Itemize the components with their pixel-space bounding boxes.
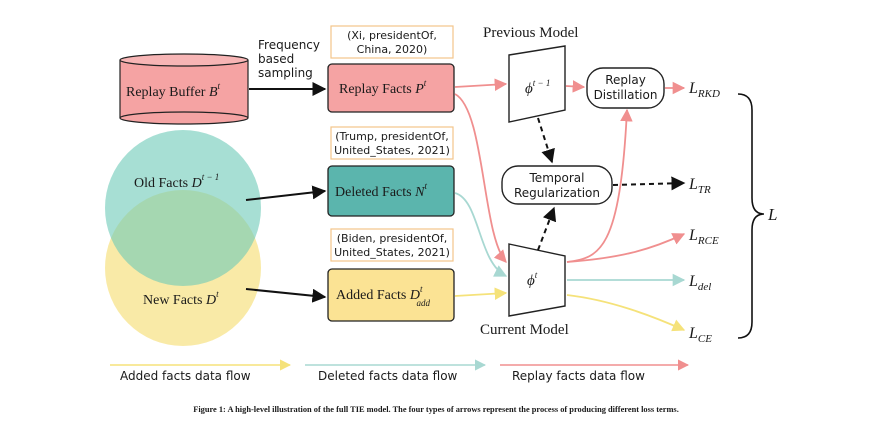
deleted-facts-box xyxy=(327,165,455,217)
previous-model-title: Previous Model xyxy=(483,25,578,41)
old-facts-circle xyxy=(105,130,261,286)
figure-caption: Figure 1: A high-level illustration of t… xyxy=(193,405,679,414)
legend: Added facts data flow Deleted facts data… xyxy=(110,359,690,383)
replay-buffer-label: Replay Buffer Bt xyxy=(126,81,221,100)
deleted-flow-arrows xyxy=(454,192,686,287)
legend-deleted-label: Deleted facts data flow xyxy=(318,369,458,383)
total-loss-label: L xyxy=(767,205,777,224)
deleted-facts-label: Deleted Facts Nt xyxy=(335,181,427,200)
old-facts-label: Old Facts Dt − 1 xyxy=(134,172,219,191)
deleted-example-box xyxy=(330,126,454,160)
legend-added-label: Added facts data flow xyxy=(120,369,251,383)
loss-rce-label: LRCE xyxy=(688,227,719,247)
legend-replay-label: Replay facts data flow xyxy=(512,369,645,383)
old-to-deleted-arrow xyxy=(245,185,327,201)
svg-text:(Biden, presidentOf,: (Biden, presidentOf, xyxy=(337,232,448,245)
svg-text:(Xi, presidentOf,: (Xi, presidentOf, xyxy=(347,29,437,42)
loss-tr-label: LTR xyxy=(688,176,711,196)
added-flow-arrows xyxy=(454,287,686,332)
sampling-note: Frequency based sampling xyxy=(258,38,320,80)
replay-facts-label: Replay Facts Pt xyxy=(339,78,427,97)
temporal-regularization-box xyxy=(501,165,613,205)
svg-text:Regularization: Regularization xyxy=(514,186,600,200)
added-facts-box xyxy=(327,268,455,322)
svg-text:based: based xyxy=(258,52,294,66)
loss-rkd-label: LRKD xyxy=(688,80,720,100)
loss-brace xyxy=(737,93,765,339)
svg-text:Temporal: Temporal xyxy=(529,171,585,185)
new-to-added-arrow xyxy=(245,288,327,303)
replay-distillation-box xyxy=(586,67,665,109)
replay-example-box xyxy=(330,25,454,59)
loss-ce-label: LCE xyxy=(688,325,712,345)
svg-text:sampling: sampling xyxy=(258,66,313,80)
current-model-symbol: ϕt xyxy=(527,270,538,289)
regularization-dashed-arrows xyxy=(537,117,686,251)
svg-text:Replay: Replay xyxy=(605,73,646,87)
loss-del-label: Ldel xyxy=(688,273,711,293)
previous-model-shape xyxy=(508,45,566,123)
replay-buffer-cylinder xyxy=(119,53,249,125)
replay-flow-arrows xyxy=(454,78,686,263)
svg-text:United_States, 2021): United_States, 2021) xyxy=(334,144,450,157)
added-example-box xyxy=(330,228,454,262)
current-model-shape xyxy=(508,243,566,317)
replay-facts-box xyxy=(327,63,455,113)
new-facts-label: New Facts Dt xyxy=(143,289,219,308)
previous-model-symbol: ϕt − 1 xyxy=(525,78,550,97)
svg-text:(Trump, presidentOf,: (Trump, presidentOf, xyxy=(335,130,448,143)
svg-text:Frequency: Frequency xyxy=(258,38,320,52)
svg-text:China, 2020): China, 2020) xyxy=(357,43,428,56)
current-model-title: Current Model xyxy=(480,322,569,338)
svg-text:United_States, 2021): United_States, 2021) xyxy=(334,246,450,259)
svg-text:Distillation: Distillation xyxy=(594,88,658,102)
